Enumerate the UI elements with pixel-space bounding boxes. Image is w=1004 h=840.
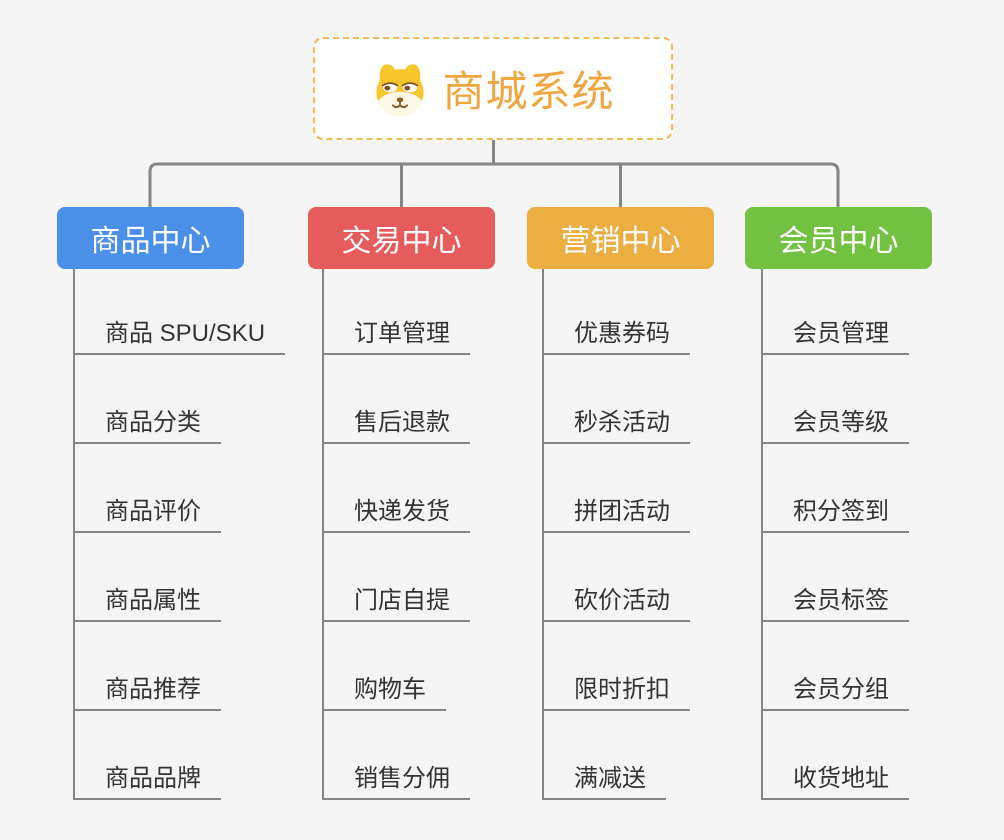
child-node[interactable]: 拼团活动: [542, 444, 690, 533]
child-node[interactable]: 秒杀活动: [542, 355, 690, 444]
root-title: 商城系统: [442, 68, 615, 115]
child-node[interactable]: 商品分类: [73, 355, 221, 444]
branch-node-member-center[interactable]: 会员中心: [745, 207, 932, 269]
child-node[interactable]: 商品推荐: [73, 622, 221, 711]
child-node[interactable]: 积分签到: [761, 444, 909, 533]
branch-node-marketing-center[interactable]: 营销中心: [527, 207, 714, 269]
child-node[interactable]: 门店自提: [322, 533, 470, 622]
child-node[interactable]: 快递发货: [322, 444, 470, 533]
root-node[interactable]: 商城系统: [313, 37, 673, 140]
child-node[interactable]: 会员标签: [761, 533, 909, 622]
child-node[interactable]: 销售分佣: [322, 711, 470, 800]
child-node[interactable]: 商品评价: [73, 444, 221, 533]
child-node[interactable]: 收货地址: [761, 711, 909, 800]
child-node[interactable]: 商品属性: [73, 533, 221, 622]
branch-node-product-center[interactable]: 商品中心: [57, 207, 244, 269]
branch-label: 营销中心: [560, 225, 681, 258]
branch-children-trade: 订单管理 售后退款 快递发货 门店自提 购物车 销售分佣: [322, 266, 470, 800]
child-node[interactable]: 满减送: [542, 711, 666, 800]
child-node[interactable]: 优惠券码: [542, 266, 690, 355]
child-node[interactable]: 售后退款: [322, 355, 470, 444]
child-node[interactable]: 会员分组: [761, 622, 909, 711]
child-node[interactable]: 会员等级: [761, 355, 909, 444]
child-node[interactable]: 砍价活动: [542, 533, 690, 622]
child-node[interactable]: 商品 SPU/SKU: [73, 266, 286, 355]
child-node[interactable]: 购物车: [322, 622, 446, 711]
child-node[interactable]: 订单管理: [322, 266, 470, 355]
branch-label: 商品中心: [90, 225, 211, 258]
child-node[interactable]: 商品品牌: [73, 711, 221, 800]
branch-node-trade-center[interactable]: 交易中心: [308, 207, 495, 269]
branch-children-marketing: 优惠券码 秒杀活动 拼团活动 砍价活动 限时折扣 满减送: [542, 266, 690, 800]
child-node[interactable]: 会员管理: [761, 266, 909, 355]
branch-label: 会员中心: [778, 225, 899, 258]
child-node[interactable]: 限时折扣: [542, 622, 690, 711]
branch-children-product: 商品 SPU/SKU 商品分类 商品评价 商品属性 商品推荐 商品品牌: [73, 266, 286, 800]
branch-children-member: 会员管理 会员等级 积分签到 会员标签 会员分组 收货地址: [761, 266, 909, 800]
shiba-dog-icon: [371, 60, 429, 118]
branch-label: 交易中心: [341, 225, 462, 258]
